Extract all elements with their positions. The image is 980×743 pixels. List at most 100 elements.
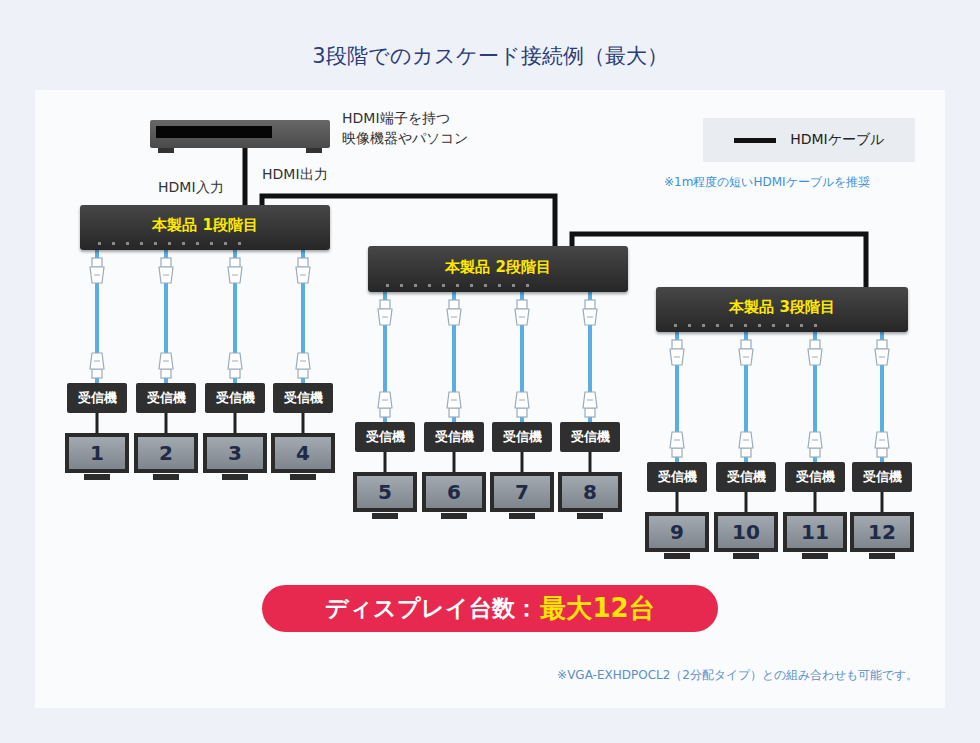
plug-pair: [90, 258, 104, 378]
plug-pair: [296, 258, 310, 378]
monitor-box: 7: [490, 472, 554, 512]
plug-tip: [161, 258, 171, 267]
plug-grip: [879, 440, 885, 441]
plug-grip: [587, 317, 593, 318]
receiver-box: 受信機: [716, 462, 776, 492]
short-connector: [302, 413, 305, 433]
plug-grip: [519, 400, 525, 401]
plug-pair: [583, 300, 597, 417]
short-connector: [96, 413, 99, 433]
plug-grip: [94, 275, 100, 276]
plug-grip: [94, 361, 100, 362]
plug-body: [739, 349, 753, 365]
receiver-box: 受信機: [492, 422, 552, 452]
short-connector: [165, 413, 168, 433]
splitter-box: 本製品 2段階目: [368, 246, 628, 292]
node-text: 受信機: [366, 428, 405, 446]
monitor-box: 4: [271, 433, 335, 473]
plug-body: [447, 309, 461, 325]
plug-body: [378, 309, 392, 325]
plug-grip: [812, 440, 818, 441]
short-connector: [234, 413, 237, 433]
short-connector: [589, 452, 592, 472]
plug-body: [670, 349, 684, 365]
plug-tip: [877, 448, 887, 457]
node-text: 受信機: [658, 468, 697, 486]
short-connector: [745, 492, 748, 512]
node-text: 受信機: [435, 428, 474, 446]
plug-body: [515, 309, 529, 325]
node-text: 3: [228, 441, 242, 465]
node-text: 本製品 2段階目: [445, 258, 551, 277]
plug-grip: [382, 317, 388, 318]
node-text: 2: [159, 441, 173, 465]
plug-body: [670, 432, 684, 448]
plug-grip: [674, 357, 680, 358]
plug-tip: [585, 300, 595, 309]
plug-grip: [451, 400, 457, 401]
monitor-box: 6: [422, 472, 486, 512]
panel: [35, 90, 945, 708]
plug-body: [808, 349, 822, 365]
plug-body: [228, 353, 242, 369]
plug-body: [296, 267, 310, 283]
plug-body: [296, 353, 310, 369]
plug-body: [378, 392, 392, 408]
plug-tip: [741, 448, 751, 457]
plug-tip: [298, 369, 308, 378]
node-text: 本製品 1段階目: [152, 216, 258, 235]
receiver-box: 受信機: [560, 422, 620, 452]
node-text: 12: [868, 520, 896, 544]
plug-grip: [743, 357, 749, 358]
plug-tip: [230, 369, 240, 378]
device-box: HDMI端子を持つ 映像機器やパソコン: [150, 120, 330, 148]
receiver-box: 受信機: [136, 383, 196, 413]
node-text: 最大12台: [540, 591, 654, 626]
monitor-box: 11: [783, 512, 847, 552]
plug-tip: [877, 340, 887, 349]
node-text: 11: [801, 520, 829, 544]
node-text: 受信機: [503, 428, 542, 446]
plug-tip: [517, 300, 527, 309]
plug-pair: [875, 340, 889, 457]
plug-pair: [515, 300, 529, 417]
receiver-box: 受信機: [355, 422, 415, 452]
plug-tip: [449, 300, 459, 309]
node-text: 受信機: [78, 389, 117, 407]
plug-body: [159, 353, 173, 369]
plug-grip: [674, 440, 680, 441]
port-label: HDMI入力: [158, 179, 224, 197]
legend-line-sample: [734, 138, 776, 143]
plug-grip: [163, 275, 169, 276]
port-label: HDMI出力: [262, 166, 328, 184]
receiver-box: 受信機: [424, 422, 484, 452]
node-text: 受信機: [727, 468, 766, 486]
receiver-box: 受信機: [205, 383, 265, 413]
plug-tip: [810, 448, 820, 457]
plug-tip: [380, 408, 390, 417]
device-bay: [156, 126, 272, 138]
plug-body: [583, 309, 597, 325]
plug-body: [875, 349, 889, 365]
plug-grip: [232, 361, 238, 362]
node-text: HDMI端子を持つ 映像機器やパソコン: [342, 108, 502, 148]
plug-tip: [672, 448, 682, 457]
plug-tip: [92, 258, 102, 267]
plug-body: [90, 353, 104, 369]
splitter-box: 本製品 1段階目: [80, 205, 330, 250]
node-text: 受信機: [216, 389, 255, 407]
plug-pair: [670, 340, 684, 457]
monitor-box: 10: [714, 512, 778, 552]
plug-grip: [812, 357, 818, 358]
monitor-box: 2: [134, 433, 198, 473]
node-text: 7: [515, 480, 529, 504]
node-text: ディスプレイ台数：: [325, 593, 538, 624]
plug-body: [515, 392, 529, 408]
plug-body: [808, 432, 822, 448]
note-text: ※1m程度の短いHDMIケーブルを推奨: [664, 174, 870, 191]
plug-body: [228, 267, 242, 283]
splitter-box: 本製品 3段階目: [656, 287, 908, 332]
monitor-box: 12: [850, 512, 914, 552]
